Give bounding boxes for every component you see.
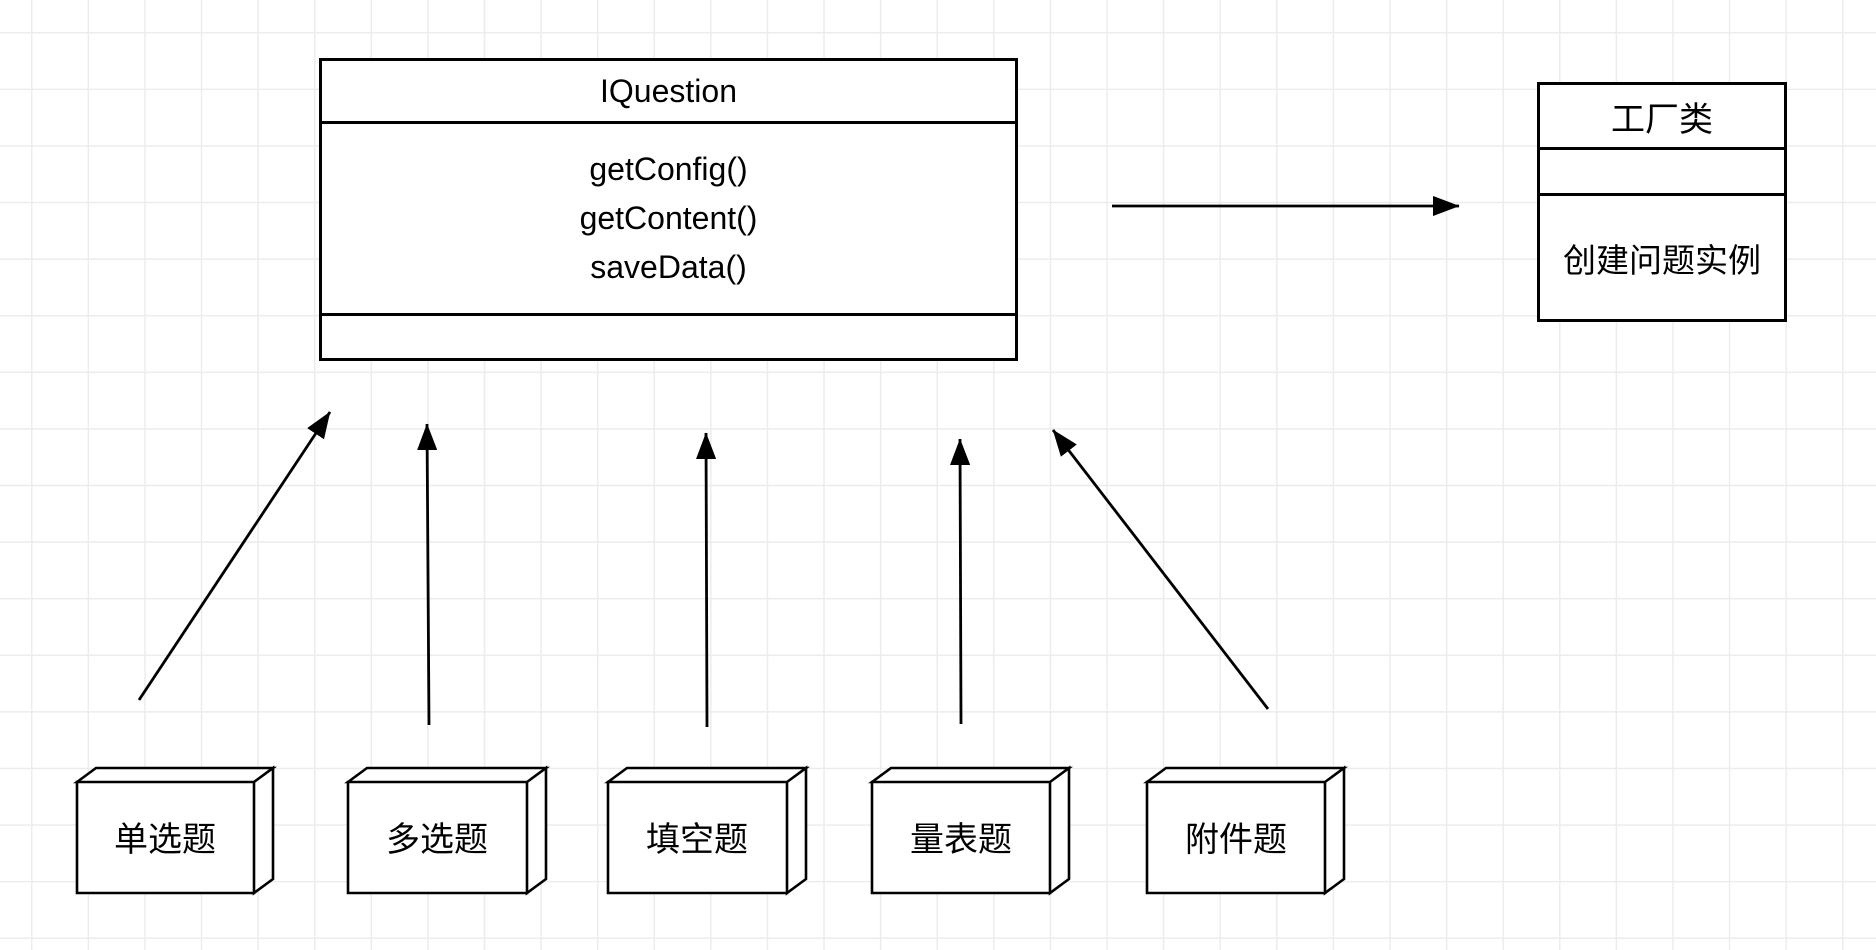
class-method: getContent() [579, 200, 758, 236]
connector-multi-choice-to-iquestion[interactable] [417, 423, 438, 726]
node-single-choice[interactable]: 单选题 [73, 765, 277, 896]
connector-attachment-to-iquestion[interactable] [1051, 429, 1270, 710]
node-factory-class[interactable]: 工厂类 创建问题实例 [1537, 82, 1787, 322]
cube-outline [1143, 765, 1348, 896]
class-method: saveData() [590, 249, 747, 285]
class-methods-section: getConfig() getContent() saveData() [322, 124, 1015, 316]
node-label: 填空题 [646, 821, 748, 859]
node-label: 多选题 [386, 821, 488, 859]
class-title: IQuestion [322, 61, 1015, 124]
class-empty-section [322, 316, 1015, 358]
node-attachment-question[interactable]: 附件题 [1143, 765, 1348, 896]
class-title: 工厂类 [1540, 85, 1784, 150]
cube-outline [344, 765, 550, 896]
connector-scale-to-iquestion[interactable] [950, 438, 971, 725]
class-description: 创建问题实例 [1563, 241, 1761, 279]
connector-single-choice-to-iquestion[interactable] [137, 411, 332, 701]
cube-outline [73, 765, 277, 896]
cube-outline [868, 765, 1073, 896]
node-iquestion-interface[interactable]: IQuestion getConfig() getContent() saveD… [319, 58, 1018, 361]
node-label: 附件题 [1185, 821, 1287, 859]
class-method: getConfig() [589, 151, 748, 187]
node-label: 单选题 [114, 821, 216, 859]
node-label: 量表题 [910, 821, 1012, 859]
node-fill-blank[interactable]: 填空题 [604, 765, 810, 896]
node-multi-choice[interactable]: 多选题 [344, 765, 550, 896]
cube-outline [604, 765, 810, 896]
node-scale-question[interactable]: 量表题 [868, 765, 1073, 896]
class-empty-section [1540, 150, 1784, 196]
connector-fill-blank-to-iquestion[interactable] [696, 432, 717, 728]
